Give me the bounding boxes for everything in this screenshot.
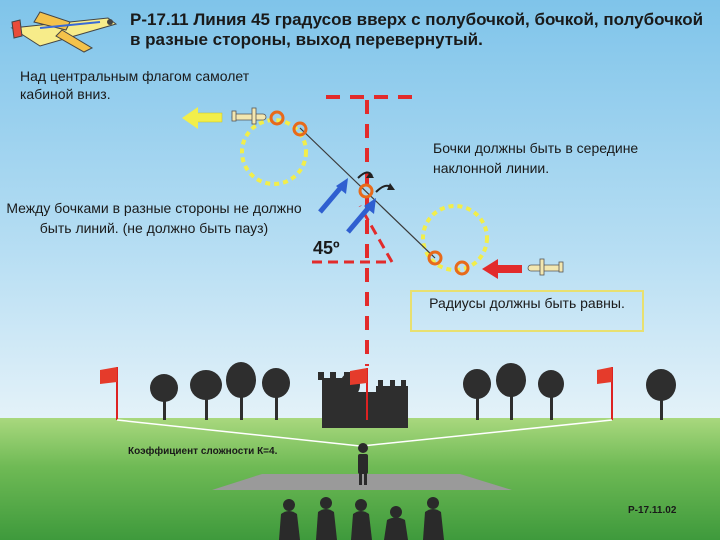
exit-arrow [182, 107, 223, 129]
tree-icon [262, 368, 290, 420]
bottom-loop [421, 204, 489, 272]
judge-icon [316, 497, 337, 540]
field-lines [116, 419, 613, 447]
airplane-icon [527, 258, 564, 276]
note-radius-box: Радиусы должны быть равны. [410, 290, 644, 332]
flag-left [100, 367, 118, 420]
note-rolls-position: Бочки должны быть в середине наклонной л… [433, 140, 639, 176]
airplane-icon [10, 11, 118, 53]
flag-right [597, 367, 613, 420]
tree-icon [226, 362, 256, 420]
flag-icon [100, 367, 117, 384]
judge-icon [423, 497, 444, 540]
page-title: Р-17.11 Линия 45 градусов вверх с полубо… [130, 10, 704, 49]
top-loop [240, 118, 308, 186]
tree-row-left [150, 362, 290, 420]
flag-center [350, 368, 368, 420]
tree-icon [150, 374, 178, 420]
judge-icon [351, 499, 372, 540]
entry-arrow [482, 259, 522, 279]
sky-background [0, 0, 720, 420]
blue-direction-arrows [318, 178, 376, 234]
tree-icon [496, 363, 526, 420]
flag-icon [597, 367, 612, 384]
judge-icon [384, 506, 408, 540]
tree-row-right [463, 363, 676, 420]
airplane-icon [231, 107, 267, 125]
roll-arrows [357, 171, 395, 193]
pilot-icon [358, 443, 368, 485]
angle-label: 45º [313, 238, 340, 258]
diagonal-flight-path [299, 127, 436, 259]
tree-icon [190, 370, 222, 420]
tree-icon [463, 369, 491, 420]
flag-icon [350, 368, 367, 385]
judges-group [279, 497, 444, 540]
tree-icon [538, 370, 564, 420]
segment-markers [269, 110, 470, 276]
note-center-flag: Над центральным флагом самолет кабиной в… [20, 68, 250, 102]
castle-icon [318, 372, 408, 428]
tree-icon [646, 369, 676, 420]
note-between-rolls: Между бочками в разные стороны не должно… [6, 200, 302, 236]
difficulty-coefficient: Коэффициент сложности К=4. [128, 446, 278, 457]
figure-code: Р-17.11.02 [628, 505, 677, 516]
judge-icon [279, 499, 300, 540]
